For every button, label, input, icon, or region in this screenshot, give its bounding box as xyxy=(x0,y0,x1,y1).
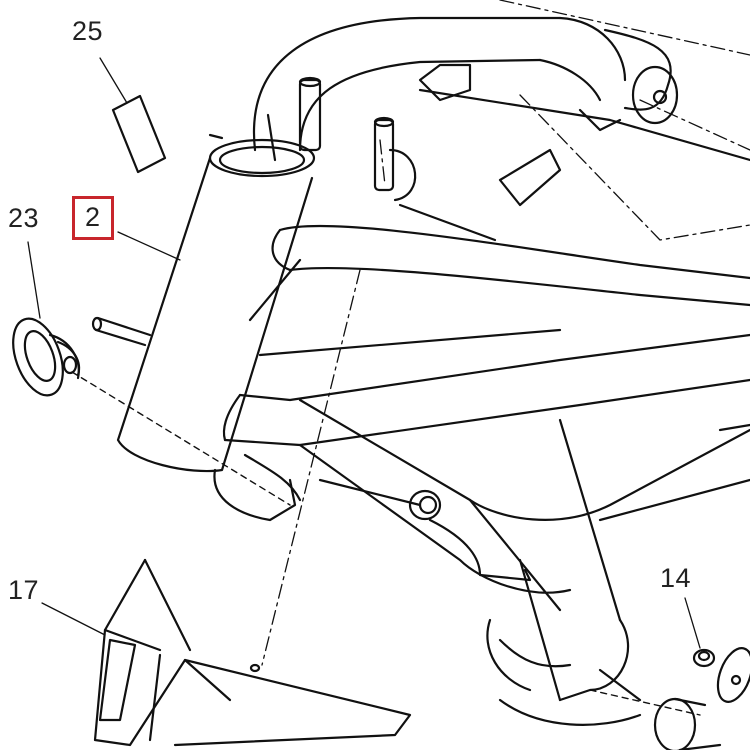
callout-14[interactable]: 14 xyxy=(660,563,692,593)
reference-lines xyxy=(261,0,750,666)
part-25-plate xyxy=(111,94,167,174)
right-down-tube xyxy=(486,418,630,702)
cable-guide xyxy=(318,478,642,726)
axis-dashed-lines xyxy=(71,371,701,716)
lower-frame-members xyxy=(222,258,750,612)
callout-17[interactable]: 17 xyxy=(8,575,40,605)
top-brackets xyxy=(208,28,679,242)
part-17-cover-panel xyxy=(93,558,412,747)
callout-leader-lines xyxy=(27,57,701,649)
part-14-fastener xyxy=(653,647,750,750)
callout-25[interactable]: 25 xyxy=(72,16,104,46)
main-crossbar xyxy=(271,224,750,307)
side-fittings xyxy=(91,316,750,522)
upper-frame-tube xyxy=(252,16,750,162)
callout-23[interactable]: 23 xyxy=(8,203,40,233)
part-23-bushing xyxy=(12,317,81,397)
steering-head-tube xyxy=(116,138,316,473)
callout-2-highlighted[interactable]: 2 xyxy=(72,196,114,240)
